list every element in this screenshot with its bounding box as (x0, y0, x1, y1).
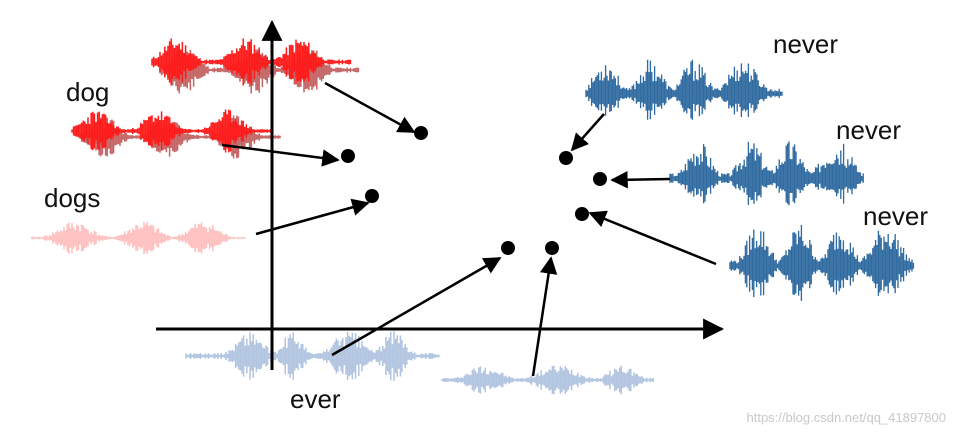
waveform-ever-2 (442, 366, 653, 395)
label-never-1: never (773, 29, 838, 59)
point-dog (341, 149, 355, 163)
arrow-never-1 (572, 114, 604, 150)
label-dogs: dogs (44, 183, 100, 213)
point-ever-2 (545, 241, 559, 255)
point-dogs (365, 189, 379, 203)
point-never-2 (593, 172, 607, 186)
waveform-never-3 (730, 225, 913, 301)
point-never-3 (575, 207, 589, 221)
label-ever: ever (290, 384, 341, 414)
arrow-dog (222, 145, 338, 160)
arrow-never-2 (612, 179, 670, 180)
point-ever-1 (501, 241, 515, 255)
label-never-3: never (863, 201, 928, 231)
arrow-ever-2 (533, 258, 551, 376)
watermark: https://blog.csdn.net/qq_41897800 (747, 410, 947, 425)
waveform-dog (72, 110, 280, 159)
label-dog: dog (66, 77, 109, 107)
point-never-1 (559, 151, 573, 165)
waveform-dogs (32, 222, 245, 254)
arrow-ever-1 (332, 258, 500, 355)
waveform-never-2 (670, 141, 863, 205)
label-never-2: never (836, 115, 901, 145)
point-dog-top (414, 126, 428, 140)
waveform-never-1 (586, 60, 782, 120)
arrow-dog-top (325, 83, 414, 132)
waveform-ever-1 (186, 331, 439, 381)
arrow-never-3 (590, 213, 716, 264)
